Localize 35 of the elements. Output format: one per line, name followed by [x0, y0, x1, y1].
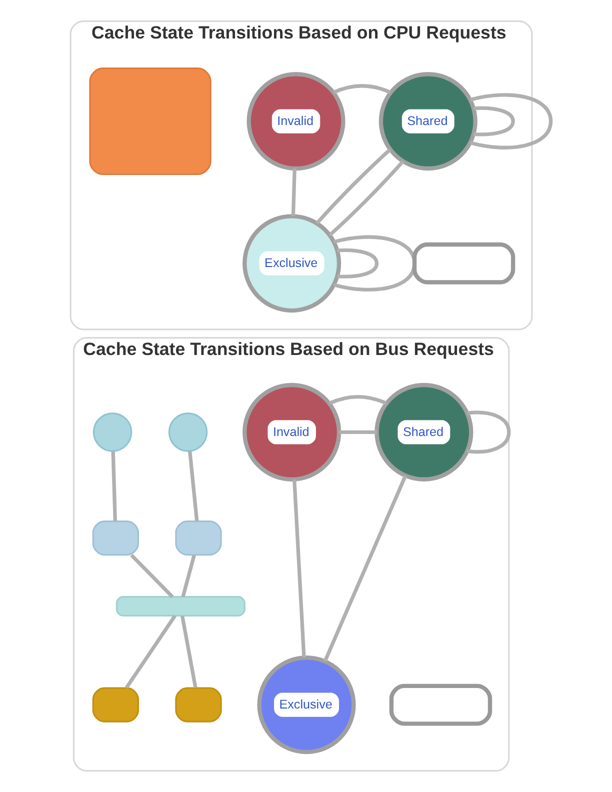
connector	[290, 168, 296, 216]
node-circle: Invalid	[246, 72, 345, 171]
node-box	[92, 687, 138, 722]
node-circle: Exclusive	[242, 214, 341, 313]
connector	[336, 248, 378, 278]
node-circle: Exclusive	[256, 656, 356, 754]
connector	[110, 451, 117, 522]
node-circle: Shared	[378, 72, 477, 171]
connector	[338, 430, 376, 434]
connector	[466, 410, 510, 454]
connector	[315, 148, 391, 224]
connector	[469, 93, 552, 150]
connector	[130, 554, 174, 598]
node-box	[174, 520, 222, 556]
connector	[188, 451, 198, 522]
node-box	[174, 687, 222, 722]
connector	[328, 160, 404, 236]
node-circle: Shared	[374, 382, 473, 482]
node-circle	[92, 412, 132, 452]
connector	[328, 394, 387, 406]
connector	[292, 479, 306, 658]
connector	[124, 614, 176, 689]
node-box	[388, 684, 492, 726]
connector	[333, 235, 416, 292]
node-box	[412, 242, 515, 284]
connector	[332, 84, 391, 94]
connector	[472, 106, 514, 136]
connector	[322, 475, 407, 662]
connector	[180, 554, 196, 598]
connector	[180, 616, 197, 688]
node-circle	[168, 412, 208, 452]
node-box	[88, 68, 211, 176]
node-box	[92, 520, 138, 556]
node-circle: Invalid	[242, 382, 341, 482]
node-bar	[115, 596, 245, 616]
